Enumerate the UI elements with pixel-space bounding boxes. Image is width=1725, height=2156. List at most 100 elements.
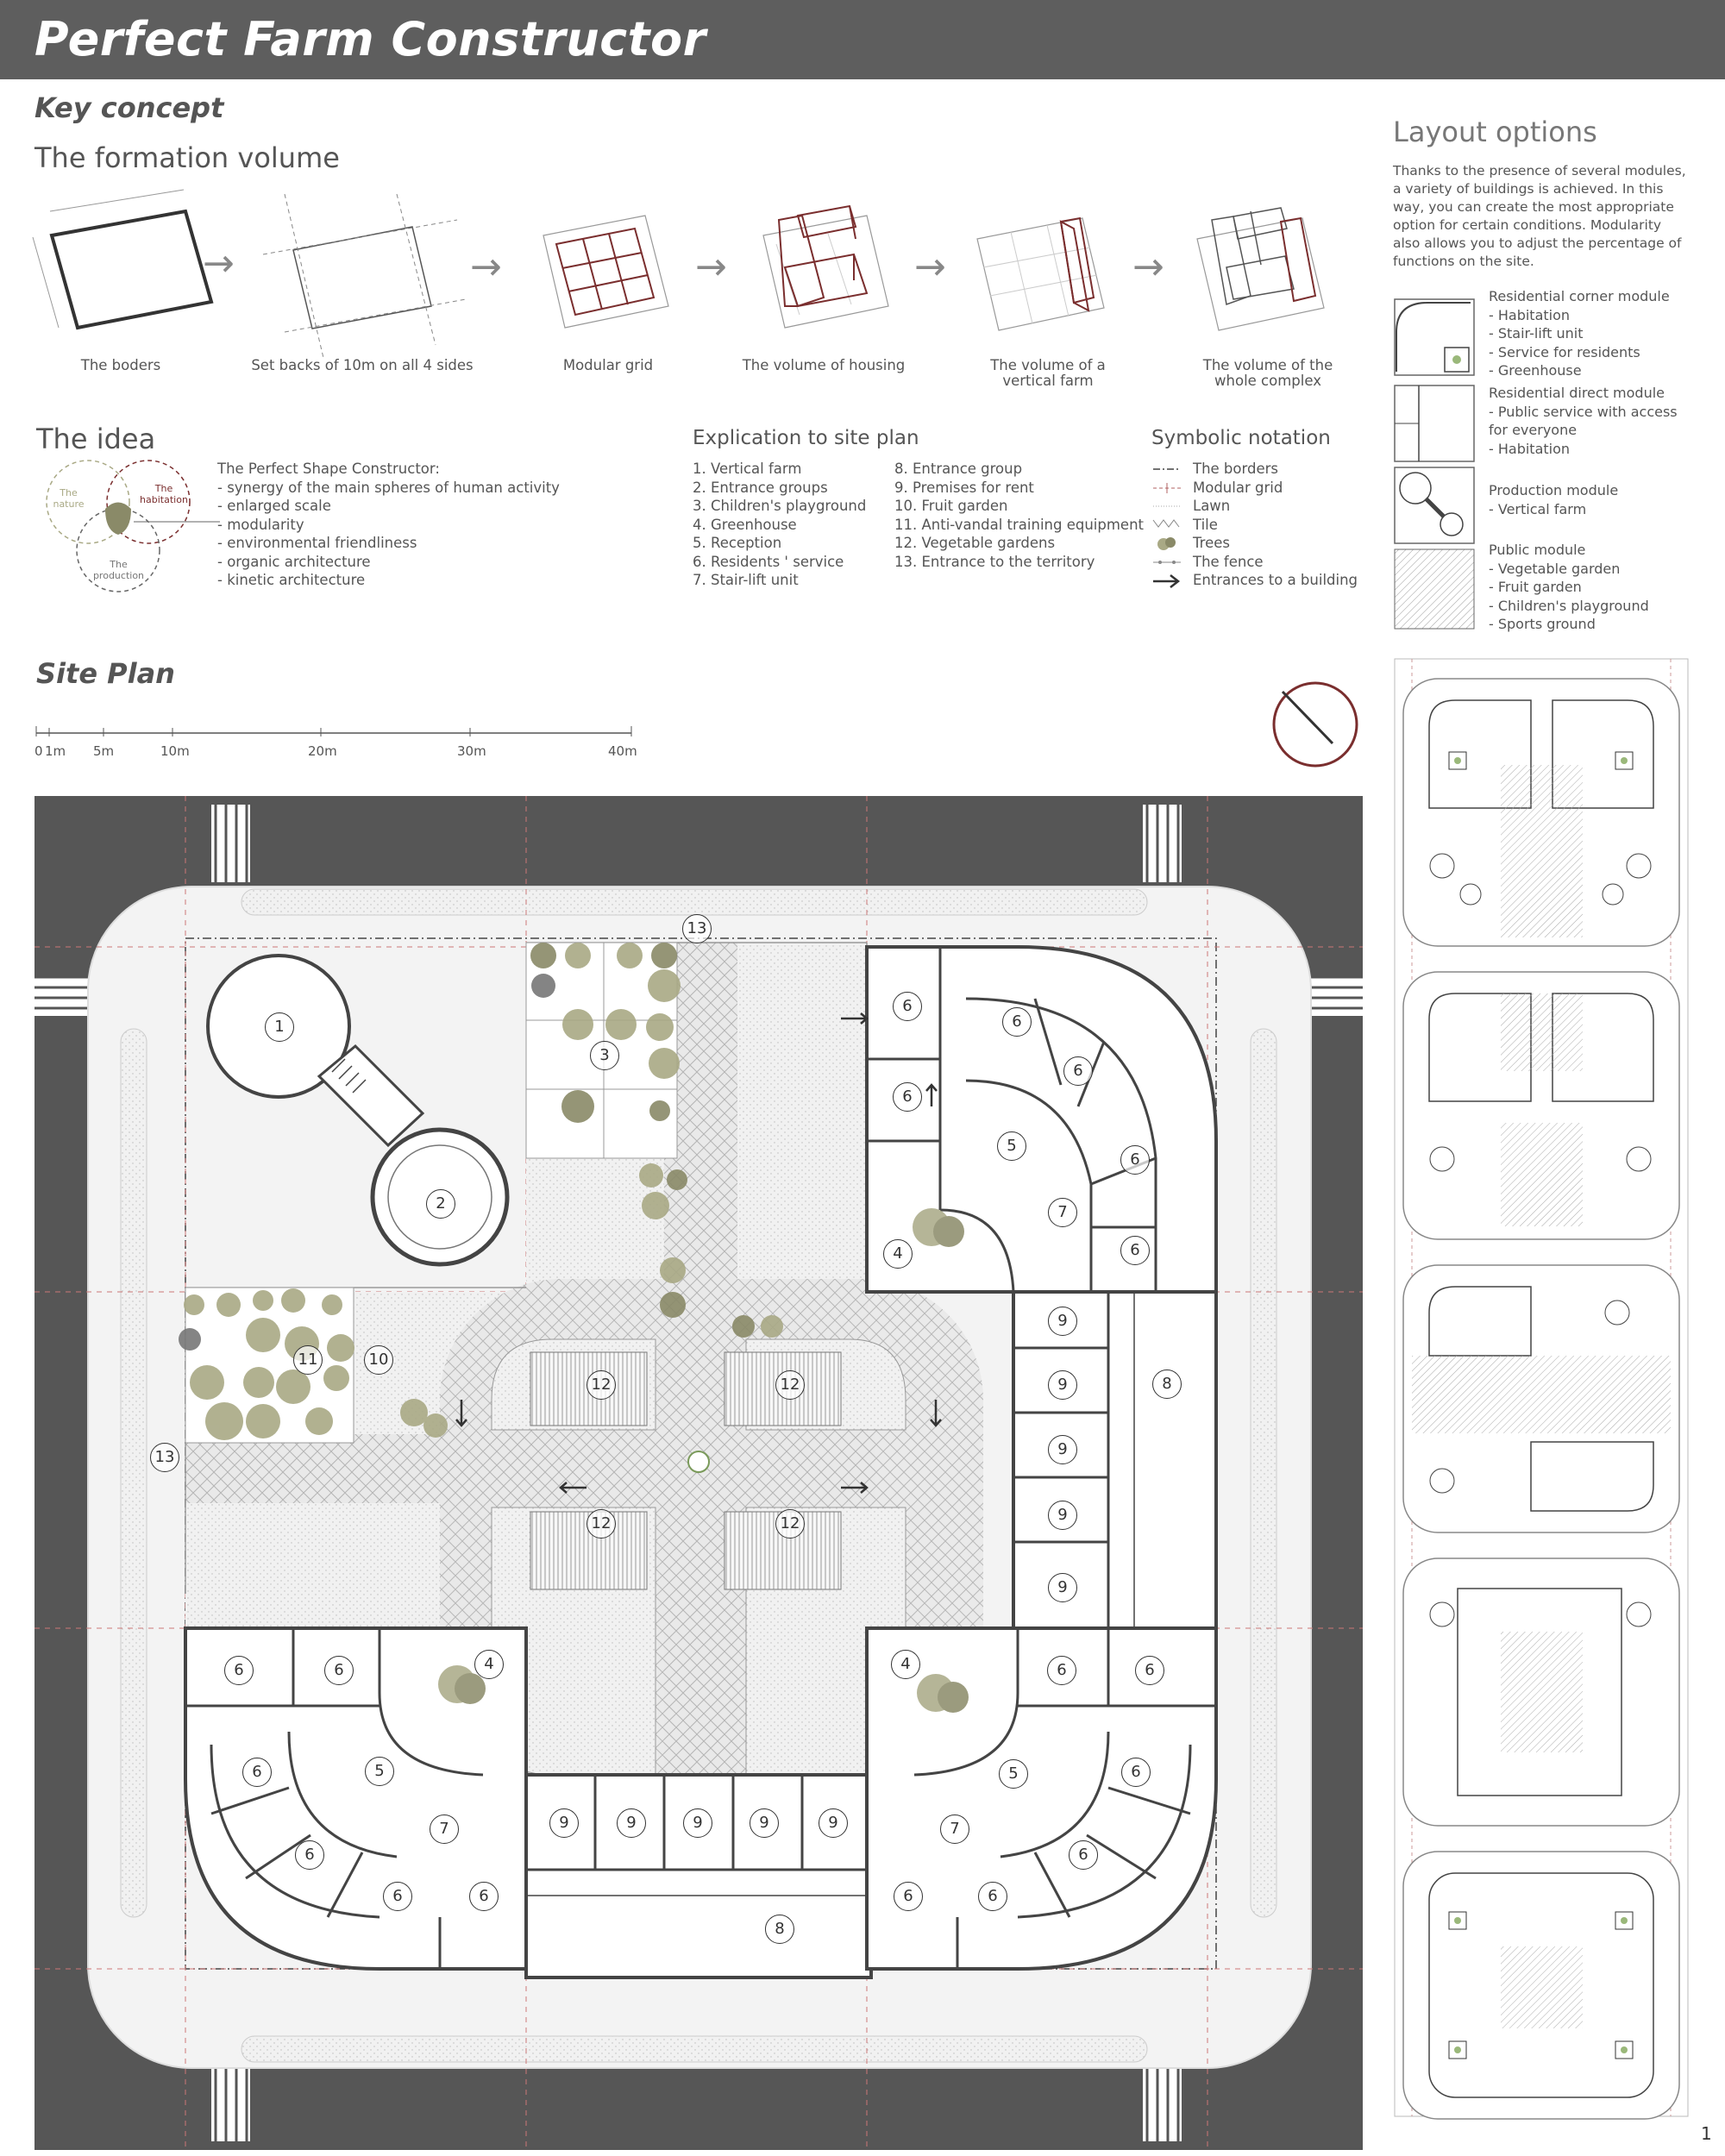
label-stair: 7: [430, 1814, 459, 1844]
module-direct-icon: [1394, 385, 1475, 462]
label-service: 6: [224, 1656, 254, 1685]
layout-options-title: Layout options: [1393, 116, 1597, 148]
label-service: 6: [978, 1882, 1007, 1911]
label-rent: 9: [683, 1808, 712, 1838]
site-plan-heading: Site Plan: [36, 657, 175, 690]
crosswalk: [211, 805, 250, 882]
label-service: 6: [242, 1758, 272, 1787]
label-rent: 9: [1048, 1501, 1077, 1530]
label-stair: 7: [1048, 1198, 1077, 1227]
notation-symbols: [1152, 468, 1181, 588]
step-vertical-farm-diagram: [976, 216, 1105, 331]
idea-venn-diagram: [46, 460, 220, 592]
layout-option-4: [1402, 1557, 1680, 1827]
label-service: 6: [893, 992, 922, 1021]
label-service: 6: [469, 1882, 499, 1911]
label-vegetable: 12: [775, 1370, 805, 1400]
scale-label: 5m: [93, 743, 115, 759]
label-service: 6: [1063, 1056, 1093, 1086]
label-rent: 9: [819, 1808, 848, 1838]
site-plan-drawing: [34, 796, 1363, 2150]
step-borders-diagram: [32, 189, 214, 330]
step-housing-diagram: [762, 204, 889, 329]
step-complex-diagram: [1196, 207, 1325, 331]
label-fruit-garden: 10: [364, 1345, 393, 1375]
label-greenhouse: 4: [891, 1650, 920, 1679]
venn-label-habitation: The habitation: [140, 483, 188, 505]
step-setbacks-diagram: [262, 193, 467, 359]
label-service: 6: [1135, 1656, 1164, 1685]
step-caption: The volume of a vertical farm: [990, 357, 1106, 389]
label-service: 6: [295, 1840, 324, 1870]
label-entrance-group: 8: [765, 1915, 794, 1944]
step-caption: Set backs of 10m on all 4 sides: [251, 357, 474, 373]
label-vegetable: 12: [586, 1509, 616, 1539]
label-service: 6: [1002, 1007, 1032, 1037]
module-corner-icon: [1394, 298, 1475, 376]
label-entrance-groups: 2: [426, 1189, 455, 1219]
scale-label: 40m: [608, 743, 637, 759]
arrow-icon: →: [695, 245, 727, 289]
layout-option-5: [1402, 1851, 1680, 2120]
arrow-icon: →: [914, 245, 946, 289]
label-greenhouse: 4: [883, 1239, 913, 1269]
module-direct-text: Residential direct module- Public servic…: [1489, 385, 1678, 457]
label-territory: 13: [682, 914, 712, 943]
label-rent: 9: [549, 1808, 579, 1838]
module-public-icon: [1394, 548, 1475, 630]
label-rent: 9: [1048, 1307, 1077, 1336]
label-service: 6: [1069, 1840, 1098, 1870]
label-service: 6: [1120, 1145, 1150, 1175]
layout-description: Thanks to the presence of several module…: [1393, 163, 1686, 269]
module-icons: [1394, 298, 1475, 630]
layout-option-1: [1402, 678, 1680, 947]
residential-e: [1012, 1290, 1218, 1639]
notation-title: Symbolic notation: [1151, 427, 1331, 449]
scale-bar: [35, 726, 632, 736]
step-grid-diagram: [543, 215, 669, 329]
label-stair: 7: [940, 1814, 969, 1844]
label-greenhouse: 4: [474, 1650, 504, 1679]
formation-volume-title: The formation volume: [34, 141, 340, 174]
label-rent: 9: [1048, 1573, 1077, 1602]
label-reception: 5: [999, 1759, 1028, 1789]
label-vegetable: 12: [775, 1509, 805, 1539]
idea-list: The Perfect Shape Constructor:- synergy …: [217, 461, 560, 588]
residential-s: [524, 1773, 873, 1979]
label-service: 6: [324, 1656, 354, 1685]
step-caption: The boders: [80, 357, 161, 373]
crosswalk: [1143, 805, 1182, 882]
layout-option-3: [1402, 1264, 1680, 1533]
label-rent: 9: [1048, 1435, 1077, 1464]
label-rent: 9: [617, 1808, 646, 1838]
residential-ne: [865, 945, 1218, 1294]
layout-options-strip: [1394, 658, 1689, 2120]
scale-label: 30m: [457, 743, 486, 759]
scale-label: 20m: [308, 743, 337, 759]
label-vegetable: 12: [586, 1370, 616, 1400]
scale-label: 0: [34, 743, 43, 759]
venn-label-nature: The nature: [53, 487, 85, 510]
page-number: 1: [1701, 2123, 1712, 2144]
label-service: 6: [383, 1882, 412, 1911]
label-service: 6: [1120, 1236, 1150, 1265]
label-reception: 5: [997, 1131, 1026, 1161]
module-corner-text: Residential corner module- Habitation- S…: [1489, 288, 1670, 379]
label-rent: 9: [750, 1808, 779, 1838]
crosswalk: [1143, 2064, 1182, 2141]
label-playground: 3: [590, 1041, 619, 1070]
label-service: 6: [893, 1082, 922, 1112]
crosswalk: [211, 2064, 250, 2141]
header-bar: [0, 0, 1725, 79]
label-rent: 9: [1048, 1370, 1077, 1400]
label-vertical-farm: 1: [265, 1012, 294, 1042]
page-title: Perfect Farm Constructor: [34, 12, 706, 66]
arrow-icon: →: [470, 245, 502, 289]
scale-label: 10m: [160, 743, 190, 759]
layout-option-2: [1402, 971, 1680, 1240]
label-entrance-group: 8: [1152, 1369, 1182, 1399]
label-service: 6: [1047, 1656, 1076, 1685]
